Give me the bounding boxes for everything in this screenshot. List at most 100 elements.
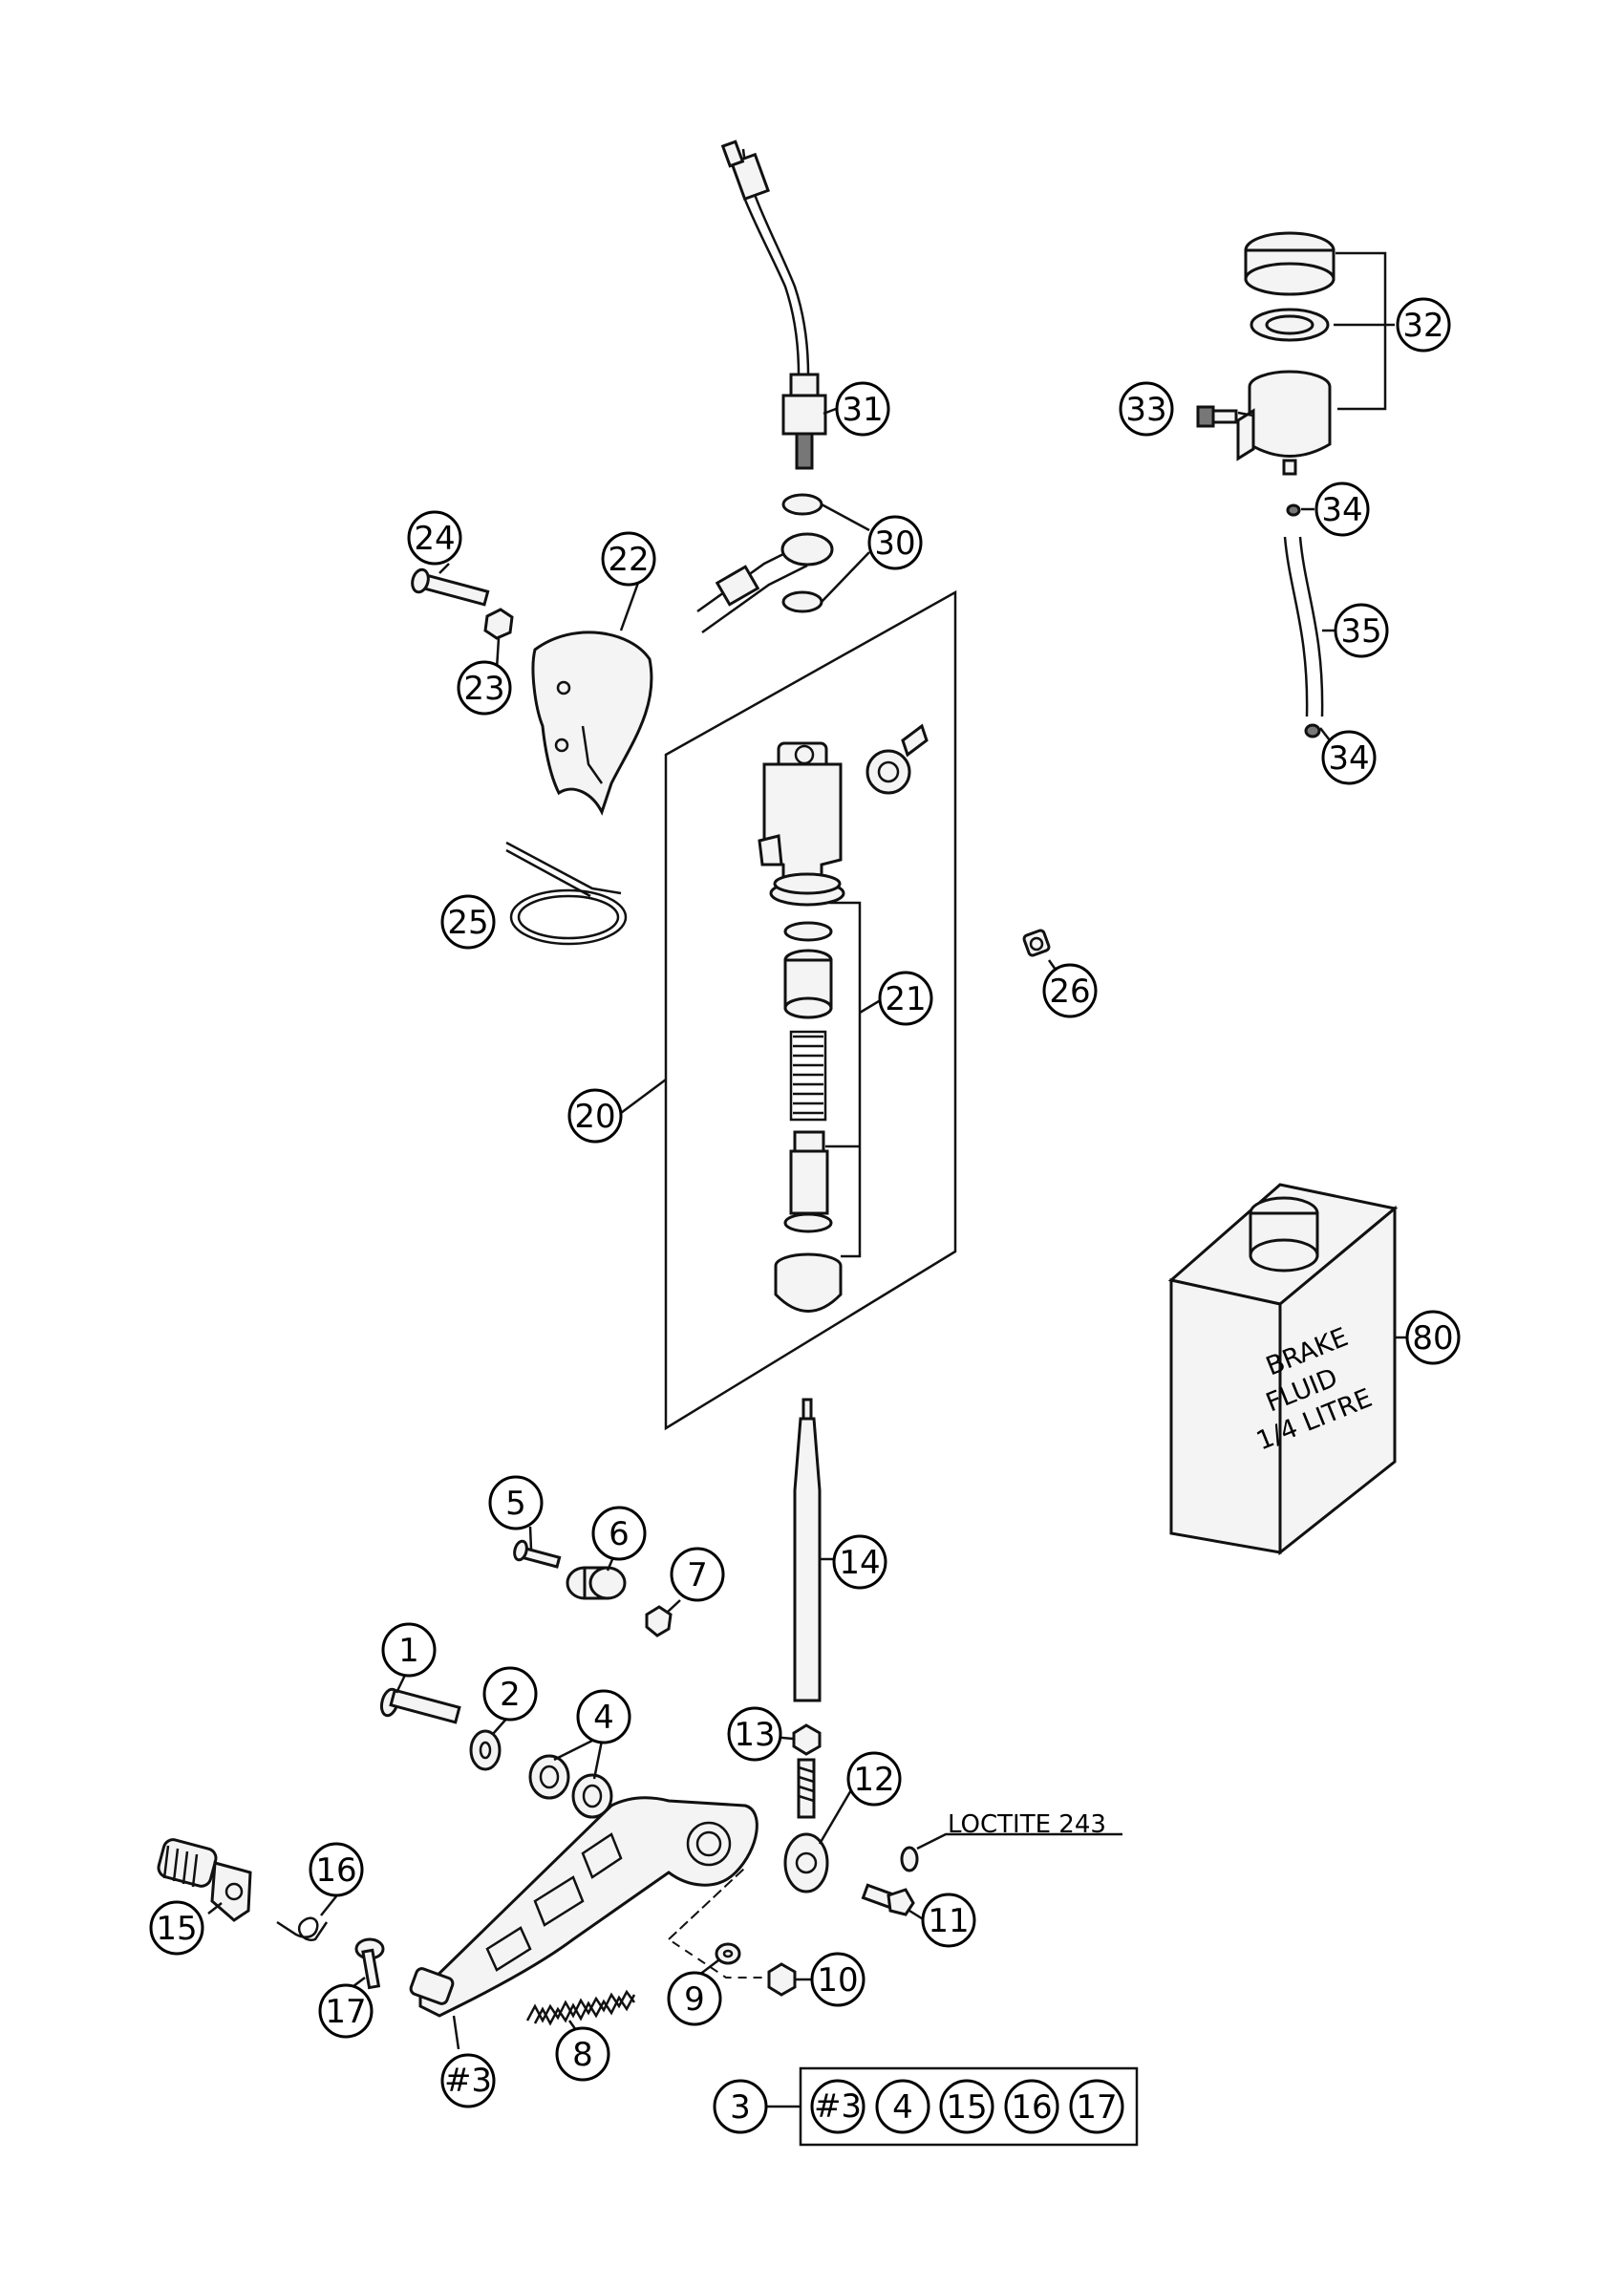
callout-16: 16 [309,1842,364,1897]
svg-text:24: 24 [414,520,455,558]
callout-20: 20 [567,1088,623,1144]
callout-9: 9 [667,1971,722,2026]
washer-9-part [715,1942,741,1965]
svg-text:34: 34 [1321,491,1362,529]
svg-text:15: 15 [156,1910,197,1948]
callout-35: 35 [1334,603,1389,658]
banjo-hose-part [696,493,834,634]
svg-text:35: 35 [1340,612,1381,651]
small-fitting-part [1022,929,1051,957]
kit-item-4: 4 [875,2079,930,2134]
brake-pedal-part [409,1796,759,2018]
assembly-dash-line [667,1867,783,1979]
svg-text:32: 32 [1402,307,1443,345]
callout-17: 17 [318,1983,374,2039]
callout-14: 14 [832,1534,887,1590]
callout-3: 3 [713,2079,768,2134]
svg-text:22: 22 [608,541,649,579]
master-cylinder-body-part [758,723,929,907]
callout-8: 8 [555,2026,610,2082]
bearing-4-part [528,1754,613,1819]
callout-15: 15 [149,1900,204,1956]
callout-11: 11 [921,1893,976,1948]
svg-text:4: 4 [593,1699,614,1737]
nut-10-part [767,1962,797,1997]
svg-text:23: 23 [463,670,504,708]
svg-text:21: 21 [885,980,926,1018]
svg-text:15: 15 [946,2088,987,2127]
callout-2: 2 [482,1666,538,1722]
callout-23: 23 [457,660,512,716]
callout-24: 24 [407,510,462,566]
callout-26: 26 [1042,963,1098,1018]
master-cylinder-frame [664,589,957,1431]
callout-6: 6 [591,1506,647,1561]
callout-pedal-main: #3 [440,2053,496,2108]
callout-25: 25 [440,894,496,950]
callout-30: 30 [867,515,923,570]
svg-text:16: 16 [315,1851,356,1890]
pin-17-part [354,1937,385,1990]
callout-12: 12 [846,1751,902,1807]
pedal-tip-15-part [157,1838,252,1922]
callout-33: 33 [1119,381,1174,437]
svg-text:80: 80 [1412,1319,1453,1358]
loctite-note: LOCTITE 243 [948,1810,1106,1839]
svg-text:7: 7 [687,1556,708,1594]
svg-text:10: 10 [817,1961,858,2000]
callout-34-top: 34 [1314,481,1370,537]
screw-24-part [411,567,514,640]
leader-lines [207,407,1412,2050]
svg-text:4: 4 [892,2088,913,2127]
svg-text:#3: #3 [444,2062,492,2100]
callout-80: 80 [1405,1310,1461,1365]
reservoir-screw-part [1196,405,1238,428]
callout-22: 22 [601,531,656,587]
bushing-6-part [566,1566,627,1600]
bolt-1-part [379,1687,461,1724]
svg-text:6: 6 [609,1515,630,1553]
svg-text:#3: #3 [814,2087,862,2126]
callout-1: 1 [381,1622,437,1678]
svg-text:20: 20 [574,1098,615,1136]
kit-box [799,2066,1139,2147]
piston-kit-part [774,901,862,1313]
loctite-leader-line [916,1832,1122,1850]
bolt-11-part [861,1846,919,1916]
callout-21: 21 [878,971,933,1026]
svg-text:34: 34 [1328,739,1369,778]
svg-text:11: 11 [928,1902,969,1940]
svg-text:17: 17 [1076,2088,1117,2127]
kit-item-16: 16 [1004,2079,1059,2134]
push-rod-part [793,1398,822,1702]
callout-32: 32 [1396,297,1451,353]
svg-text:2: 2 [500,1676,521,1714]
cable-tie-part [505,841,628,946]
nut-13-part [792,1723,822,1756]
svg-text:9: 9 [684,1980,705,2019]
nut-7-part [645,1605,673,1637]
svg-text:1: 1 [398,1632,419,1670]
svg-text:13: 13 [734,1716,775,1754]
kit-item-17: 17 [1069,2079,1124,2134]
spring-clip-16-part [276,1916,329,1941]
svg-text:16: 16 [1011,2088,1052,2127]
heat-shield-part [531,631,653,816]
svg-text:12: 12 [853,1761,894,1799]
callout-34-bottom: 34 [1321,730,1377,785]
kit-item-15: 15 [939,2079,994,2134]
svg-text:30: 30 [874,524,915,563]
spring-8-part [525,1989,636,2026]
svg-text:17: 17 [325,1993,366,2031]
callout-10: 10 [810,1952,865,2007]
callout-13: 13 [727,1706,782,1762]
washer-2-part [469,1729,502,1771]
svg-text:8: 8 [572,2036,593,2074]
svg-text:31: 31 [842,391,883,429]
screw-5-part [513,1539,562,1569]
svg-text:25: 25 [447,904,488,942]
kit-item-pedal: #3 [810,2079,865,2134]
svg-text:26: 26 [1049,973,1090,1011]
brake-light-switch-part [720,139,827,470]
